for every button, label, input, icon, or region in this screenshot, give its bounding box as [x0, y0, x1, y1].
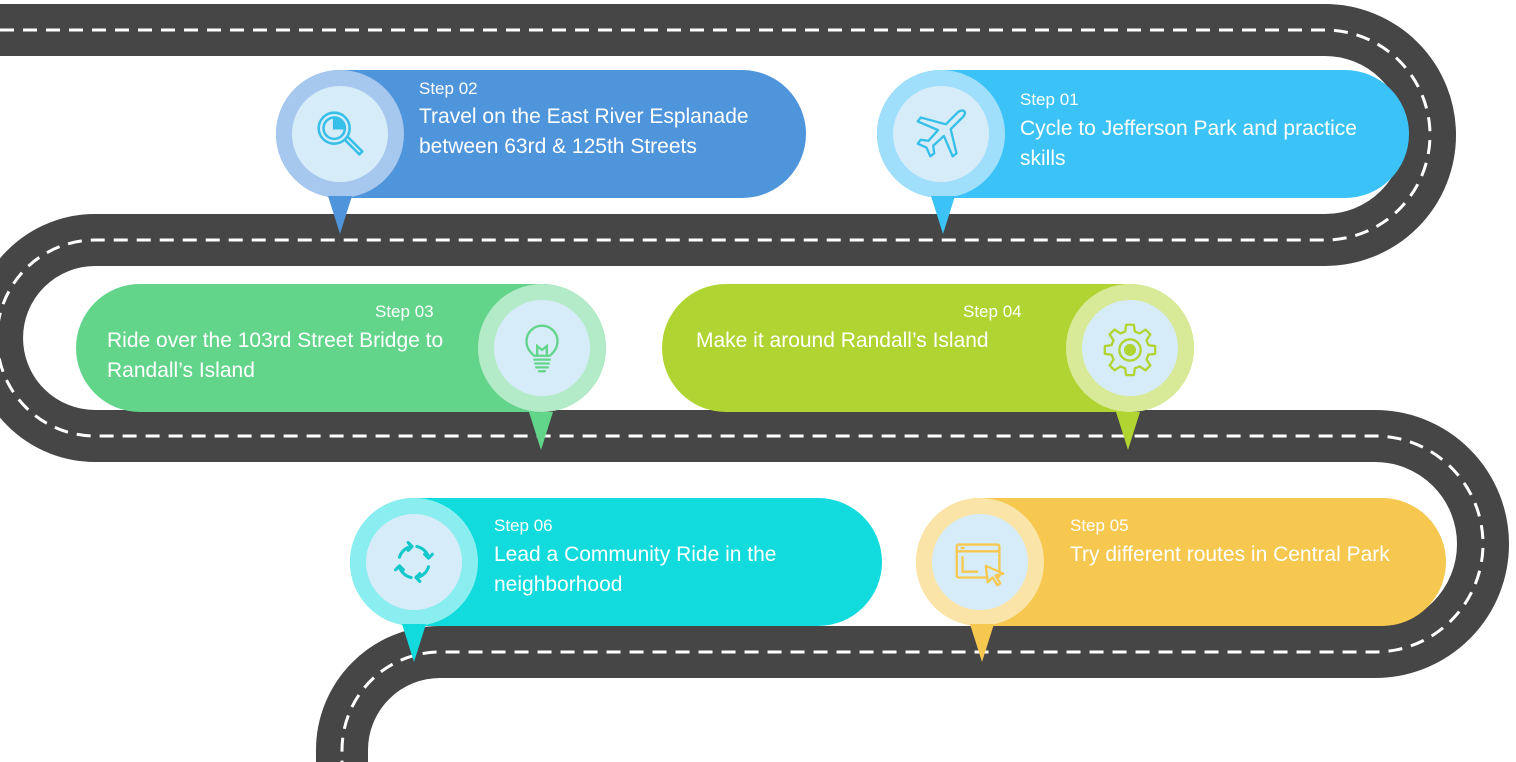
step-04-card [662, 284, 1194, 412]
step-04-description: Make it around Randall’s Island [696, 329, 989, 352]
gear-icon [1103, 323, 1157, 377]
step-04-icon-ring [1066, 284, 1194, 412]
step-02-icon-ring [276, 70, 404, 198]
step-03-icon-ring [478, 284, 606, 412]
step-03-card [76, 284, 606, 412]
step-02-description: Travel on the East River Esplanade betwe… [419, 105, 749, 158]
step-05-label: Step 05 [1070, 516, 1129, 535]
step-06-icon-ring [350, 498, 478, 626]
step-01-icon-ring [877, 70, 1005, 198]
lightbulb-icon [525, 324, 559, 373]
step-01-card [877, 70, 1409, 198]
step-02-card [276, 70, 806, 198]
step-02-label: Step 02 [419, 79, 478, 98]
magnifier-chart-icon [317, 111, 364, 156]
step-01-description: Cycle to Jefferson Park and practice ski… [1020, 117, 1357, 170]
road-center-line [0, 28, 1485, 762]
step-02-pointer [328, 196, 352, 234]
browser-cursor-icon [955, 543, 1005, 587]
step-06-label: Step 06 [494, 516, 553, 535]
step-05-pointer [970, 624, 994, 662]
refresh-arrows-icon [394, 541, 434, 583]
step-04-label: Step 04 [963, 302, 1022, 321]
step-05-icon-ring [916, 498, 1044, 626]
step-03-label: Step 03 [375, 302, 434, 321]
step-06-description: Lead a Community Ride in the neighborhoo… [494, 543, 777, 596]
step-05-description: Try different routes in Central Park [1070, 543, 1390, 566]
step-01-pointer [931, 196, 955, 234]
step-06-card [350, 498, 882, 626]
step-01-label: Step 01 [1020, 90, 1079, 109]
step-05-card [916, 498, 1446, 626]
step-03-description: Ride over the 103rd Street Bridge to Ran… [107, 329, 444, 382]
airplane-icon [916, 109, 967, 158]
step-06-pointer [402, 624, 426, 662]
step-04-pointer [1116, 412, 1140, 450]
step-03-pointer [529, 412, 553, 450]
